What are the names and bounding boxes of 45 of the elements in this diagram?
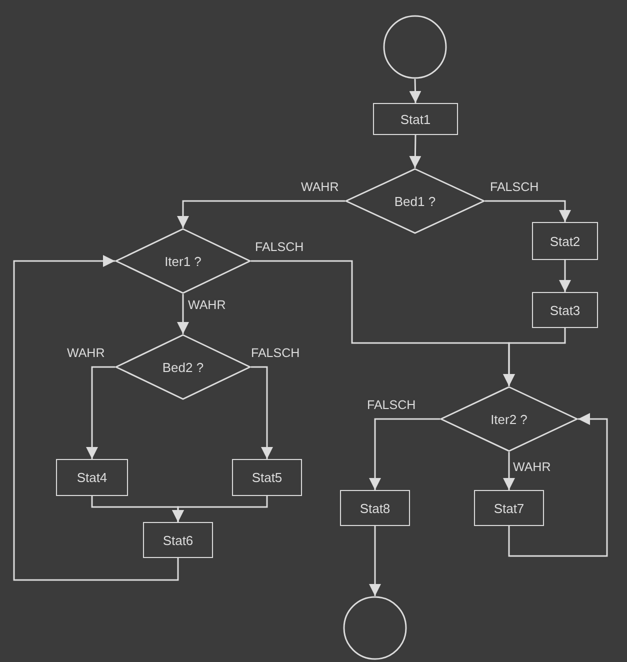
arrow [251,366,273,459]
decision-diamond [345,168,485,234]
terminal-circle [383,15,447,79]
process-box [532,222,598,260]
process-box [232,459,302,496]
condition-text: Bed2 ? [162,360,204,374]
statement-text: Stat5 [252,471,282,484]
condition-text: Iter1 ? [164,254,202,268]
process-box [340,490,410,526]
arrow [177,200,345,228]
arrow [409,78,422,104]
statement-text: Stat7 [494,502,524,514]
arrow [485,200,571,222]
statement-text: Stat6 [162,534,194,546]
arrow [508,413,608,557]
arrow [409,134,422,168]
arrow [503,452,515,490]
process-box [143,522,213,558]
edge-label: FALSCH [254,240,305,254]
process-box [532,292,598,328]
statement-text: Stat8 [360,502,390,514]
decision-diamond [115,334,251,400]
statement-text: Stat3 [550,304,580,316]
statement-text: Stat2 [550,234,580,248]
arrow [559,260,571,292]
process-box [56,459,128,496]
condition-text: Bed1 ? [394,194,436,208]
process-box [474,490,544,526]
edge-label: FALSCH [489,180,540,194]
terminal-circle [343,596,407,660]
edge-label: FALSCH [366,398,417,412]
process-box [373,103,458,135]
arrow [86,366,115,459]
arrow [369,418,440,490]
arrow [13,255,179,581]
arrow [503,328,566,386]
arrow [369,526,381,596]
statement-text: Stat4 [76,471,108,484]
edge-label: FALSCH [250,346,301,360]
decision-diamond [115,228,251,294]
arrow [172,496,268,522]
arrow [177,294,189,334]
decision-diamond [440,386,578,452]
statement-text: Stat1 [400,112,431,126]
condition-text: Iter2 ? [490,412,528,426]
